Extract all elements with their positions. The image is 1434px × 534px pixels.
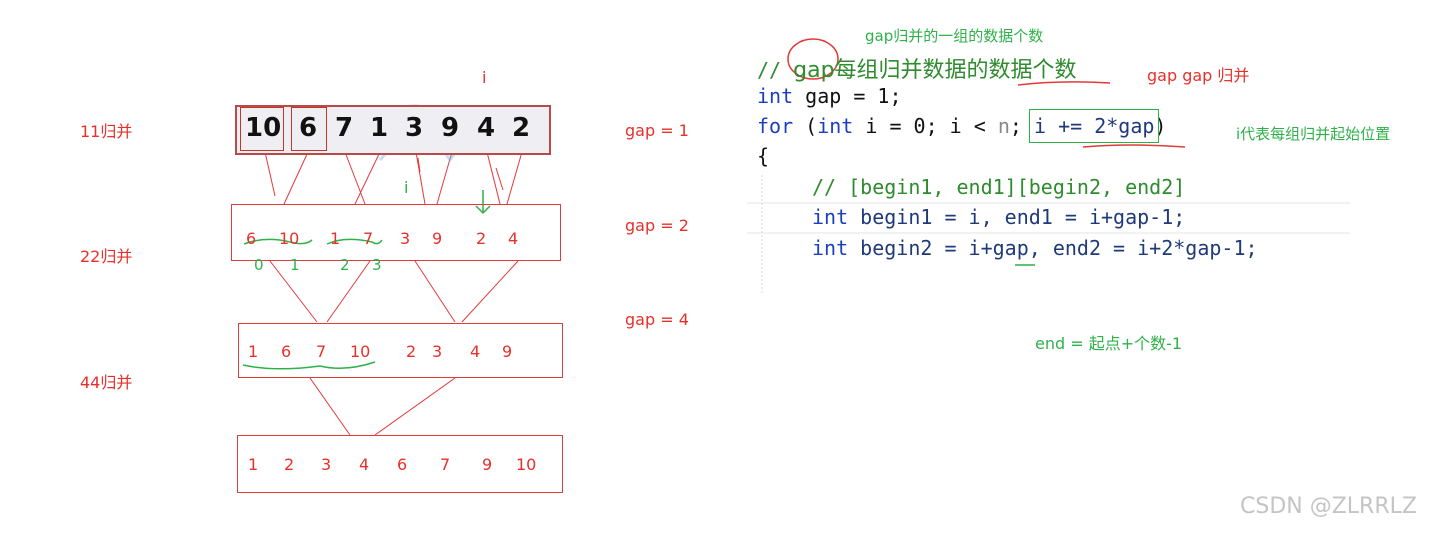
row0-item: 3 — [405, 113, 424, 143]
merge-label-2: 22归并 — [80, 247, 133, 266]
row3-item: 10 — [516, 455, 537, 474]
highlight-box-10 — [240, 107, 284, 151]
code-comment: // [begin1, end1][begin2, end2] — [812, 175, 1186, 199]
array-row-gap1 — [231, 204, 561, 261]
hand-mark: 2 — [340, 256, 350, 274]
row1-item: 7 — [363, 229, 374, 248]
note-gap-gap-merge: gap gap 归并 — [1147, 66, 1250, 85]
code-var-n: n — [997, 114, 1010, 138]
highlight-box-6 — [291, 107, 327, 151]
code-text: ; — [1009, 114, 1034, 138]
hand-mark: 1 — [290, 256, 300, 274]
row0-item: 6 — [299, 113, 318, 143]
row1-item: 6 — [246, 229, 257, 248]
code-increment-highlight: i += 2*gap — [1028, 109, 1160, 143]
code-line-3: for (int i = 0; i < n; i += 2*gap) — [757, 109, 1167, 143]
code-line-1: // gap每组归并数据的数据个数 — [757, 52, 1077, 84]
row2-item: 7 — [316, 342, 327, 361]
row0-item: 2 — [512, 113, 531, 143]
row2-item: 10 — [350, 342, 371, 361]
row0-item: 7 — [335, 113, 354, 143]
code-keyword: int — [812, 236, 849, 260]
array-row-gap2 — [238, 323, 563, 378]
row0-item: 1 — [370, 113, 389, 143]
code-keyword: int — [812, 205, 849, 229]
code-text: gap = 1; — [793, 84, 902, 108]
row3-item: 4 — [359, 455, 370, 474]
note-end-formula: end = 起点+个数-1 — [1035, 334, 1183, 353]
note-i-start: i代表每组归并起始位置 — [1236, 125, 1391, 143]
row3-item: 6 — [397, 455, 408, 474]
i-marker-green: i — [404, 178, 409, 197]
row2-item: 1 — [248, 342, 259, 361]
row1-item: 4 — [508, 229, 519, 248]
array-row-gap4 — [237, 435, 563, 493]
code-keyword: int — [817, 114, 854, 138]
code-line-2: int gap = 1; — [757, 84, 902, 108]
code-text: begin1 = i, end1 = i+gap-1; — [848, 205, 1186, 229]
row2-item: 6 — [281, 342, 292, 361]
row1-item: 1 — [330, 229, 341, 248]
row3-item: 3 — [321, 455, 332, 474]
merge-label-4: 44归并 — [80, 373, 133, 392]
code-line-7: int begin2 = i+gap, end2 = i+2*gap-1; — [812, 236, 1258, 260]
gap-label-2: gap = 2 — [625, 216, 689, 235]
code-comment-text: gap每组归并数据的数据个数 — [793, 58, 1077, 83]
code-line-6: int begin1 = i, end1 = i+gap-1; — [812, 205, 1185, 229]
code-text: i = 0; i < — [853, 114, 998, 138]
code-keyword: int — [757, 84, 794, 108]
row1-item: 3 — [400, 229, 411, 248]
row1-item: 9 — [432, 229, 443, 248]
row2-item: 2 — [406, 342, 417, 361]
row0-item: 4 — [477, 113, 496, 143]
hand-mark: 0 — [254, 256, 264, 274]
row3-item: 9 — [482, 455, 493, 474]
row0-item: 10 — [245, 113, 282, 143]
hand-mark: 3 — [372, 256, 382, 274]
code-line-5: // [begin1, end1][begin2, end2] — [812, 175, 1185, 199]
row2-item: 9 — [502, 342, 513, 361]
code-comment-prefix: // — [757, 58, 794, 82]
row2-item: 4 — [470, 342, 481, 361]
array-row-initial — [235, 105, 551, 155]
note-gap-group-size: gap归并的一组的数据个数 — [865, 27, 1044, 45]
gap-label-1: gap = 1 — [625, 121, 689, 140]
row3-item: 7 — [440, 455, 451, 474]
row3-item: 2 — [284, 455, 295, 474]
watermark: CSDN @ZLRRLZ — [1240, 494, 1417, 519]
merge-label-1: 11归并 — [80, 122, 133, 141]
code-keyword: for — [757, 114, 794, 138]
row1-item: 2 — [476, 229, 487, 248]
i-marker-red: i — [482, 68, 487, 87]
row2-item: 3 — [432, 342, 443, 361]
row3-item: 1 — [248, 455, 259, 474]
row0-item: 9 — [441, 113, 460, 143]
code-text: ) — [1154, 114, 1167, 138]
code-text: begin2 = i+gap, end2 = i+2*gap-1; — [848, 236, 1258, 260]
code-line-4: { — [757, 144, 770, 168]
gap-label-4: gap = 4 — [625, 310, 689, 329]
code-text: ( — [793, 114, 818, 138]
row1-item: 10 — [279, 229, 300, 248]
